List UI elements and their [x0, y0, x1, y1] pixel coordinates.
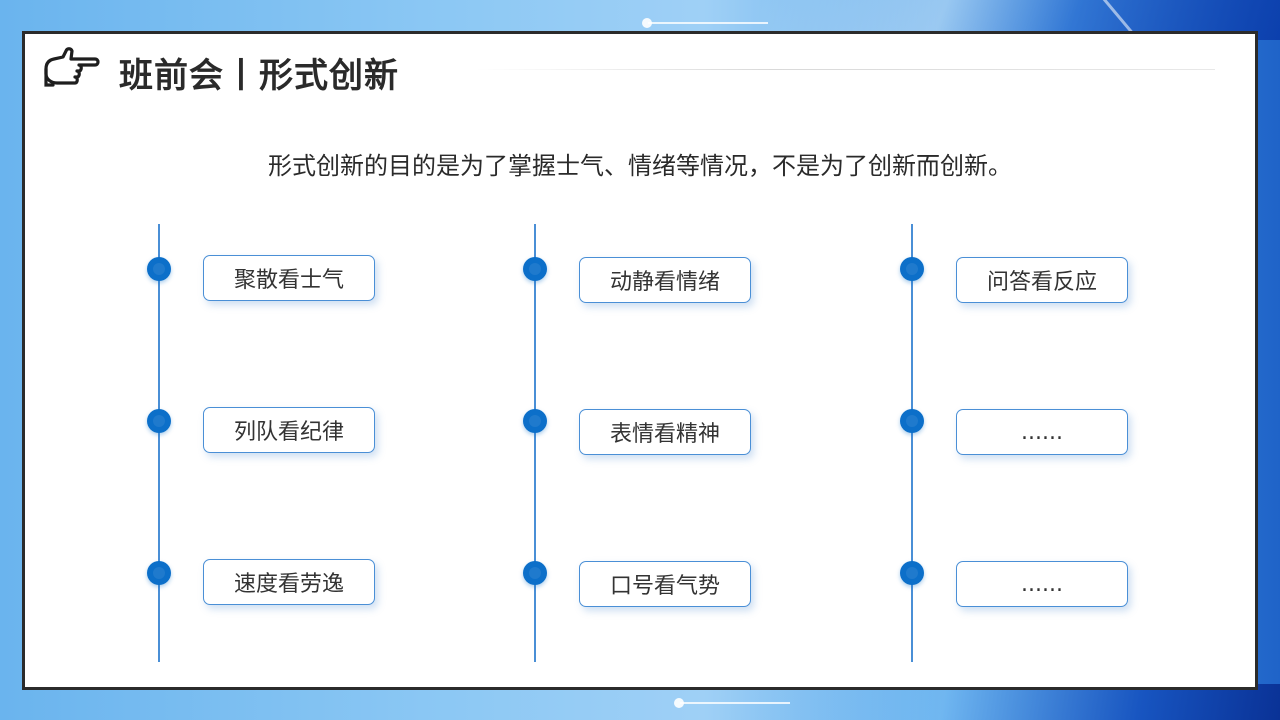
- timeline-node: [147, 409, 171, 433]
- timeline-node: [147, 561, 171, 585]
- slide-header: 班前会丨形式创新: [43, 42, 399, 102]
- timeline-item: 动静看情绪: [579, 257, 751, 303]
- timeline-column-3: 问答看反应 ...... ......: [778, 224, 1178, 662]
- timeline-item: ......: [956, 409, 1128, 455]
- timeline-line: [158, 224, 160, 662]
- timeline-line: [534, 224, 536, 662]
- background-dot: [642, 18, 652, 28]
- timeline-item: ......: [956, 561, 1128, 607]
- timeline-item: 速度看劳逸: [203, 559, 375, 605]
- timeline-node: [900, 409, 924, 433]
- timeline-node: [147, 257, 171, 281]
- timeline-node: [523, 561, 547, 585]
- background-dot-bottom: [674, 698, 684, 708]
- timeline-item: 聚散看士气: [203, 255, 375, 301]
- timeline-node: [900, 257, 924, 281]
- timeline-item: 列队看纪律: [203, 407, 375, 453]
- page-title: 班前会丨形式创新: [119, 55, 399, 96]
- slide-card: 班前会丨形式创新 形式创新的目的是为了掌握士气、情绪等情况，不是为了创新而创新。…: [22, 31, 1258, 690]
- header-divider: [475, 69, 1215, 70]
- background-dot-line: [648, 22, 768, 24]
- timeline-node: [523, 257, 547, 281]
- timeline-node: [900, 561, 924, 585]
- timeline-column-1: 聚散看士气 列队看纪律 速度看劳逸: [25, 224, 425, 662]
- timeline-line: [911, 224, 913, 662]
- page-subtitle: 形式创新的目的是为了掌握士气、情绪等情况，不是为了创新而创新。: [268, 152, 1012, 180]
- timeline-node: [523, 409, 547, 433]
- pointing-hand-icon: [44, 47, 100, 87]
- timeline-item: 问答看反应: [956, 257, 1128, 303]
- background-dot-line-bottom: [680, 702, 790, 704]
- timeline-column-2: 动静看情绪 表情看精神 口号看气势: [401, 224, 801, 662]
- timeline-item: 表情看精神: [579, 409, 751, 455]
- timeline-item: 口号看气势: [579, 561, 751, 607]
- background-decoration-bottom: [720, 684, 1280, 720]
